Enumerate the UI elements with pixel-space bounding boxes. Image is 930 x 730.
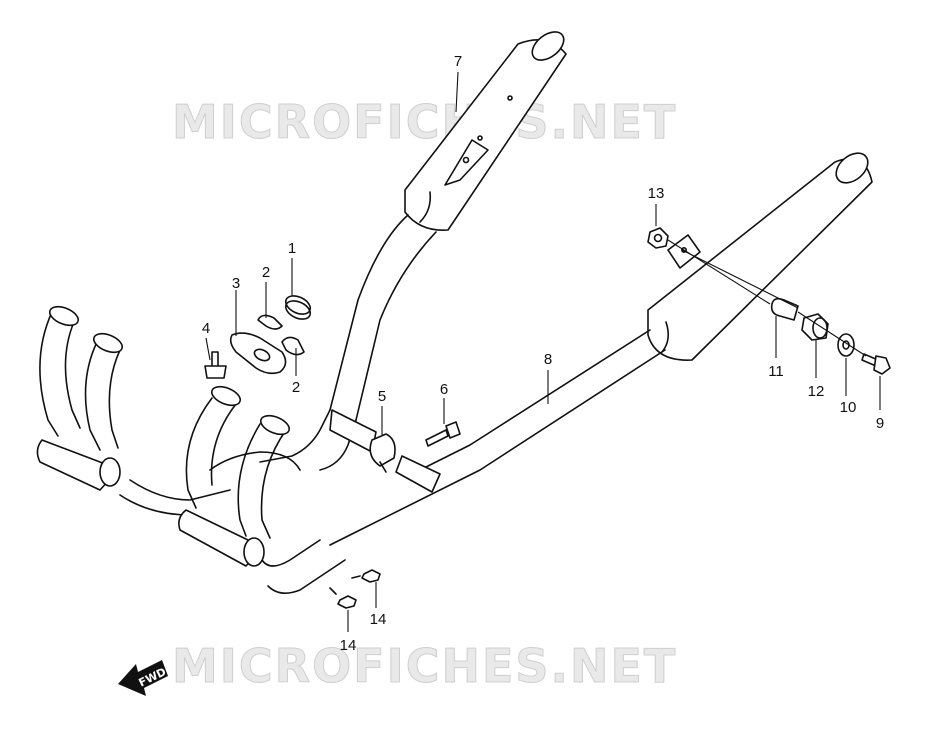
bolt-part-6[interactable] bbox=[425, 421, 461, 447]
callout-5: 5 bbox=[378, 388, 386, 405]
bolt-part-14-lower[interactable] bbox=[329, 587, 357, 609]
washer-part-10[interactable] bbox=[837, 333, 855, 357]
ring-part-2-upper[interactable] bbox=[257, 314, 283, 330]
ring-part-2-lower[interactable] bbox=[281, 336, 305, 356]
callout-8: 8 bbox=[544, 351, 552, 368]
callout-10: 10 bbox=[840, 399, 857, 416]
lower-connecting-pipe[interactable] bbox=[329, 329, 666, 546]
forward-arrow-icon: FWD bbox=[118, 660, 168, 696]
callout-6: 6 bbox=[440, 381, 448, 398]
callout-4: 4 bbox=[202, 320, 210, 337]
callout-2-upper: 2 bbox=[262, 264, 270, 281]
flange-part-3[interactable] bbox=[229, 332, 287, 375]
upper-connecting-pipe[interactable] bbox=[329, 214, 437, 421]
callout-13: 13 bbox=[648, 185, 665, 202]
muffler-lower[interactable] bbox=[647, 147, 874, 361]
muffler-upper[interactable] bbox=[404, 26, 569, 231]
callout-7: 7 bbox=[454, 53, 462, 70]
callout-3: 3 bbox=[232, 275, 240, 292]
pipe-joint[interactable] bbox=[329, 409, 441, 493]
gasket-part-1[interactable] bbox=[283, 292, 313, 322]
nut-part-13[interactable] bbox=[647, 227, 669, 249]
collector-assembly[interactable] bbox=[119, 409, 357, 594]
callout-11: 11 bbox=[768, 363, 784, 380]
collar-part-11[interactable] bbox=[770, 297, 799, 321]
watermark-bottom: MICROFICHES.NET bbox=[172, 639, 677, 693]
bolt-part-14-upper[interactable] bbox=[351, 569, 381, 583]
watermark-top: MICROFICHES.NET bbox=[172, 95, 677, 149]
callout-1: 1 bbox=[288, 240, 296, 257]
callout-2-lower: 2 bbox=[292, 379, 300, 396]
leader-lines bbox=[205, 71, 881, 632]
clamp-part-5[interactable] bbox=[369, 433, 396, 473]
callout-14-left: 14 bbox=[340, 637, 357, 654]
callout-12: 12 bbox=[808, 383, 825, 400]
bolt-part-4[interactable] bbox=[204, 351, 227, 379]
bolt-part-9[interactable] bbox=[861, 353, 891, 375]
callout-9: 9 bbox=[876, 415, 884, 432]
bushing-part-12[interactable] bbox=[801, 313, 829, 341]
exhaust-headers[interactable] bbox=[36, 303, 301, 567]
callout-14-right: 14 bbox=[370, 611, 387, 628]
